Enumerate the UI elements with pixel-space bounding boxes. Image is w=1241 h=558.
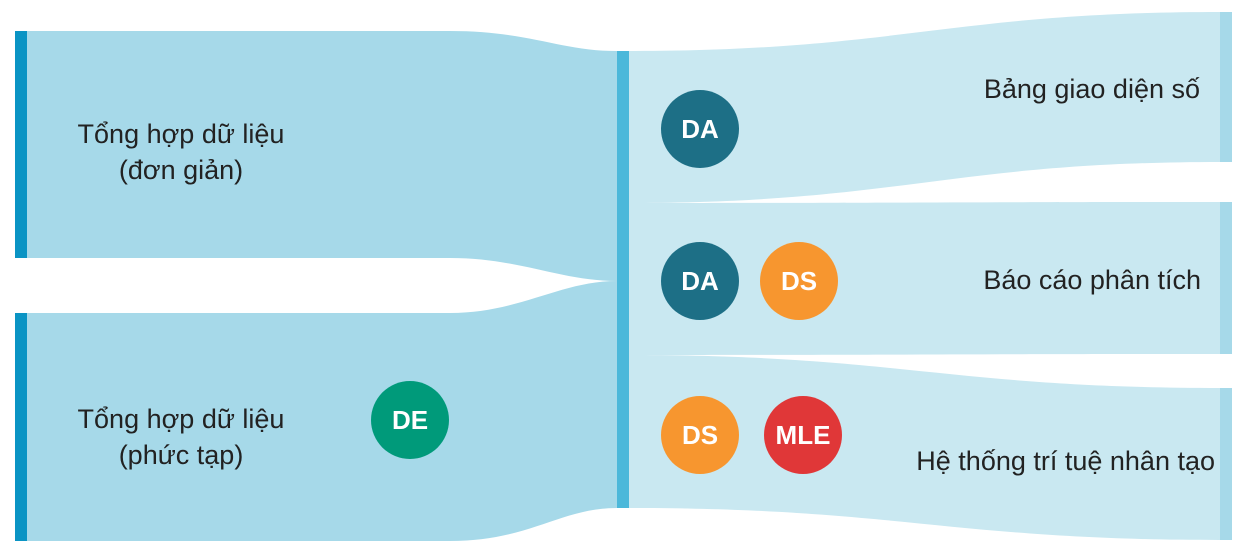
source-label-simple-line2: (đơn giản)	[118, 155, 244, 185]
target-label-ai: Hệ thống trí tuệ nhân tạo	[916, 446, 1215, 476]
target-label-report: Báo cáo phân tích	[983, 265, 1201, 295]
role-badge-mle-ai: MLE	[764, 396, 842, 474]
flow-complex-to-hub	[27, 281, 617, 541]
role-badge-de: DE	[371, 381, 449, 459]
source-label-complex-line2: (phức tạp)	[118, 440, 244, 470]
node-bar-complex	[15, 313, 27, 541]
source-label-complex-line1: Tổng hợp dữ liệu	[77, 404, 285, 434]
flow-hub-to-dashboard	[629, 12, 1220, 203]
role-badge-da-report: DA	[661, 242, 739, 320]
flow-simple-to-hub	[27, 31, 617, 281]
source-label-simple-line1: Tổng hợp dữ liệu	[77, 119, 285, 149]
role-badge-da-dashboard: DA	[661, 90, 739, 168]
role-badge-ds-report: DS	[760, 242, 838, 320]
flow-hub-to-ai	[629, 355, 1220, 540]
role-badge-ds-ai: DS	[661, 396, 739, 474]
node-bar-report	[1220, 202, 1232, 354]
node-bar-hub	[617, 51, 629, 508]
target-label-dashboard: Bảng giao diện số	[983, 74, 1200, 104]
node-bar-ai	[1220, 388, 1232, 540]
node-bar-dashboard	[1220, 12, 1232, 162]
source-label-simple: Tổng hợp dữ liệu (đơn giản)	[56, 116, 306, 188]
flow-hub-to-report	[629, 202, 1220, 355]
source-label-complex: Tổng hợp dữ liệu (phức tạp)	[56, 401, 306, 473]
node-bar-simple	[15, 31, 27, 258]
